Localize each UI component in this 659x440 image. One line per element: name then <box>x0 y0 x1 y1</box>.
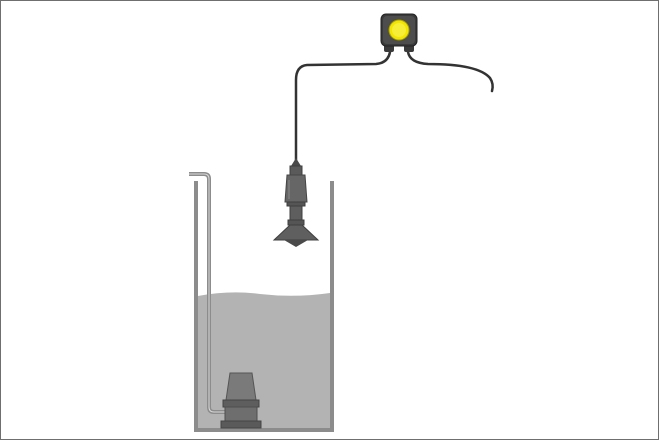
radar-sensor <box>272 158 320 247</box>
tank <box>194 181 334 432</box>
liquid <box>198 292 330 428</box>
output-cable <box>406 50 494 93</box>
display-unit <box>380 13 418 52</box>
submersible-pump <box>220 372 262 429</box>
signal-cable <box>294 50 392 162</box>
